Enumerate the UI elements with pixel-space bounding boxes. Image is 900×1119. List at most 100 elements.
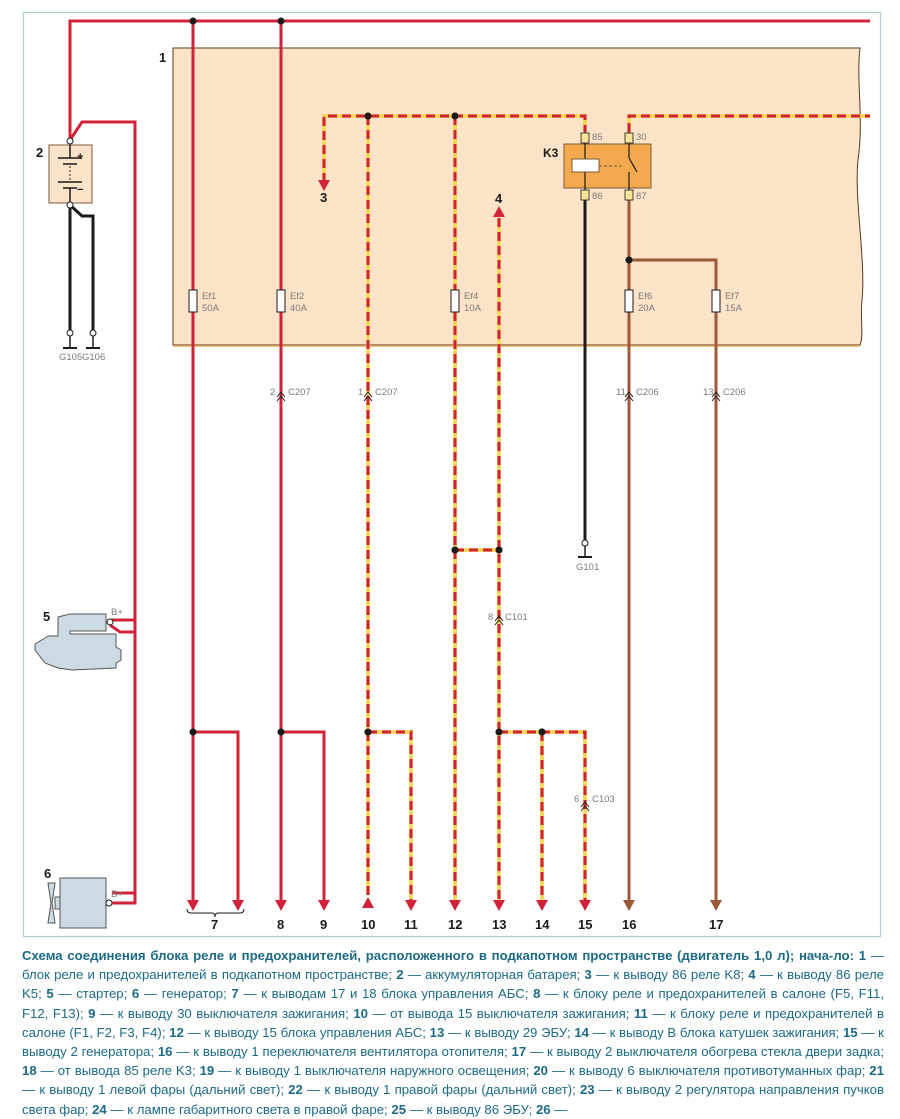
starter: B+ xyxy=(34,607,123,671)
legend-number: 8 xyxy=(528,986,541,1002)
svg-text:Ef7: Ef7 xyxy=(725,291,739,302)
legend-item: 5 — стартер; xyxy=(41,986,127,1002)
legend-item: 17 — к выводу 2 выключателя обогрева сте… xyxy=(508,1044,884,1059)
legend-item: 26 — xyxy=(532,1101,568,1117)
ref-label-4: 4 xyxy=(495,191,503,206)
fuse-ef6: Ef6 20A xyxy=(624,289,656,314)
legend-text: — к блоку реле и предохранителей в салон… xyxy=(22,1005,884,1040)
svg-text:40A: 40A xyxy=(290,303,308,314)
legend-text: — к выводу 6 выключателя противотуманных… xyxy=(548,1063,866,1079)
legend-item: 4 — к выводу 86 реле K5; xyxy=(22,967,884,1001)
svg-text:G105: G105 xyxy=(59,352,82,363)
legend-number: 3 xyxy=(580,967,592,983)
starter-label: 5 xyxy=(43,609,50,624)
legend-number: 17 xyxy=(507,1044,527,1060)
legend-text: — к выводу 86 реле K5; xyxy=(22,967,884,1002)
fuse-ef1: Ef1 50A xyxy=(188,289,220,314)
arrowheads-red xyxy=(187,900,330,911)
svg-text:16: 16 xyxy=(622,917,636,932)
legend-item: 16 — к выводу 1 переключателя вентилятор… xyxy=(154,1044,508,1059)
connector-c206-pin13: 13 C206 xyxy=(703,387,746,402)
svg-text:Ef6: Ef6 xyxy=(638,291,652,302)
legend-text: — к выводам 17 и 18 блока управления АБС… xyxy=(238,986,529,1002)
connector-c206-pin11: 11 C206 xyxy=(616,387,659,402)
legend-number: 15 xyxy=(839,1024,858,1040)
svg-text:15: 15 xyxy=(578,917,592,932)
legend-item: 9 — к выводу 30 выключателя зажигания; xyxy=(84,1006,349,1021)
svg-text:87: 87 xyxy=(636,191,647,202)
legend-item: 18 — от вывода 85 реле K3; xyxy=(22,1063,196,1078)
relay-k3: 85 30 86 87 xyxy=(563,132,652,202)
legend-item: 7 — к выводам 17 и 18 блока управления А… xyxy=(227,986,529,1002)
legend-number: 19 xyxy=(195,1063,215,1079)
connector-c207-pin2: 2 C207 xyxy=(270,387,311,402)
svg-text:11: 11 xyxy=(616,387,626,398)
legend-item: 15 — к выводу 2 генератора; xyxy=(22,1025,884,1059)
svg-text:C206: C206 xyxy=(636,387,659,398)
legend-text: — к выводу 15 блока управления АБС; xyxy=(183,1024,426,1040)
legend-text: — к выводу 86 реле K8; xyxy=(591,967,745,983)
legend-number: 13 xyxy=(425,1024,445,1040)
legend-item: 20 — к выводу 6 выключателя противотуман… xyxy=(529,1063,865,1078)
svg-text:B+: B+ xyxy=(111,607,123,618)
svg-text:G106: G106 xyxy=(82,352,105,363)
svg-text:10: 10 xyxy=(361,917,375,932)
svg-text:6: 6 xyxy=(574,794,579,805)
legend-number: 25 xyxy=(387,1101,407,1117)
svg-text:Ef2: Ef2 xyxy=(290,291,304,302)
brace-7 xyxy=(186,908,245,918)
legend-number: 4 xyxy=(744,967,756,983)
legend-item: 25 — к выводу 86 ЭБУ; xyxy=(387,1101,532,1117)
block-label: 1 xyxy=(159,50,166,65)
legend-number: 10 xyxy=(348,1005,368,1021)
legend-number: 5 xyxy=(41,986,54,1002)
svg-text:9: 9 xyxy=(320,917,327,932)
connector-c207-pin1: 1 C207 xyxy=(358,387,398,402)
svg-text:C103: C103 xyxy=(592,794,615,805)
legend-text: — к выводу 1 выключателя наружного освещ… xyxy=(214,1063,530,1079)
legend-text: — к выводу B блока катушек зажигания; xyxy=(589,1024,840,1040)
legend-number: 16 xyxy=(154,1044,173,1060)
legend-text: — к выводу 2 регулятора направления пучк… xyxy=(22,1082,884,1117)
svg-text:C206: C206 xyxy=(723,387,746,398)
legend-text: — к выводу 1 правой фары (дальний свет); xyxy=(302,1082,576,1098)
legend-text: — аккумуляторная батарея; xyxy=(403,967,581,983)
svg-text:14: 14 xyxy=(535,917,550,932)
relay-fuse-block xyxy=(172,47,864,346)
legend-number: 23 xyxy=(575,1082,595,1098)
legend-number: 6 xyxy=(127,986,140,1002)
legend-text: — к выводу 1 переключателя вентилятора о… xyxy=(172,1044,508,1060)
svg-text:1: 1 xyxy=(358,387,363,398)
legend-number: 24 xyxy=(88,1101,107,1117)
legend-number: 9 xyxy=(83,1005,96,1021)
arrowheads-switched xyxy=(318,180,591,911)
legend-number: 26 xyxy=(532,1101,551,1117)
diagram-caption: Схема соединения блока реле и предохрани… xyxy=(22,946,884,1119)
svg-text:C207: C207 xyxy=(288,387,311,398)
legend-item: 3 — к выводу 86 реле K8; xyxy=(580,967,745,983)
legend-text: — блок реле и предохранителей в подкапот… xyxy=(22,948,885,983)
legend-text: — к выводу 29 ЭБУ; xyxy=(444,1024,571,1040)
svg-text:13: 13 xyxy=(492,917,506,932)
legend-item: 19 — к выводу 1 выключателя наружного ос… xyxy=(196,1063,530,1078)
arrowheads-brown xyxy=(623,900,722,911)
svg-text:8: 8 xyxy=(488,612,493,623)
legend-text: — от вывода 85 реле K3; xyxy=(36,1063,196,1079)
legend-item: 24 — к лампе габаритного света в правой … xyxy=(88,1101,388,1117)
generator-label: 6 xyxy=(44,866,51,881)
relay-k3-label: K3 xyxy=(543,146,559,160)
ref-label-3: 3 xyxy=(320,190,327,205)
generator: B+ xyxy=(47,877,123,929)
svg-text:Ef4: Ef4 xyxy=(464,291,478,302)
legend-item: 12 — к выводу 15 блока управления АБС; xyxy=(165,1024,426,1040)
legend-number: 21 xyxy=(865,1063,884,1079)
ground-g105-g106: G105 G106 xyxy=(59,329,105,363)
legend-text: — от вывода 15 выключателя зажигания; xyxy=(368,1005,630,1021)
caption-legend: 1 — блок реле и предохранителей в подкап… xyxy=(22,948,884,1117)
connector-c103-pin6: 6 C103 xyxy=(574,794,615,812)
svg-text:8: 8 xyxy=(277,917,284,932)
svg-text:7: 7 xyxy=(211,917,218,932)
svg-text:20A: 20A xyxy=(638,303,656,314)
legend-item: 2 — аккумуляторная батарея; xyxy=(392,967,580,982)
switched-wires xyxy=(322,114,870,905)
